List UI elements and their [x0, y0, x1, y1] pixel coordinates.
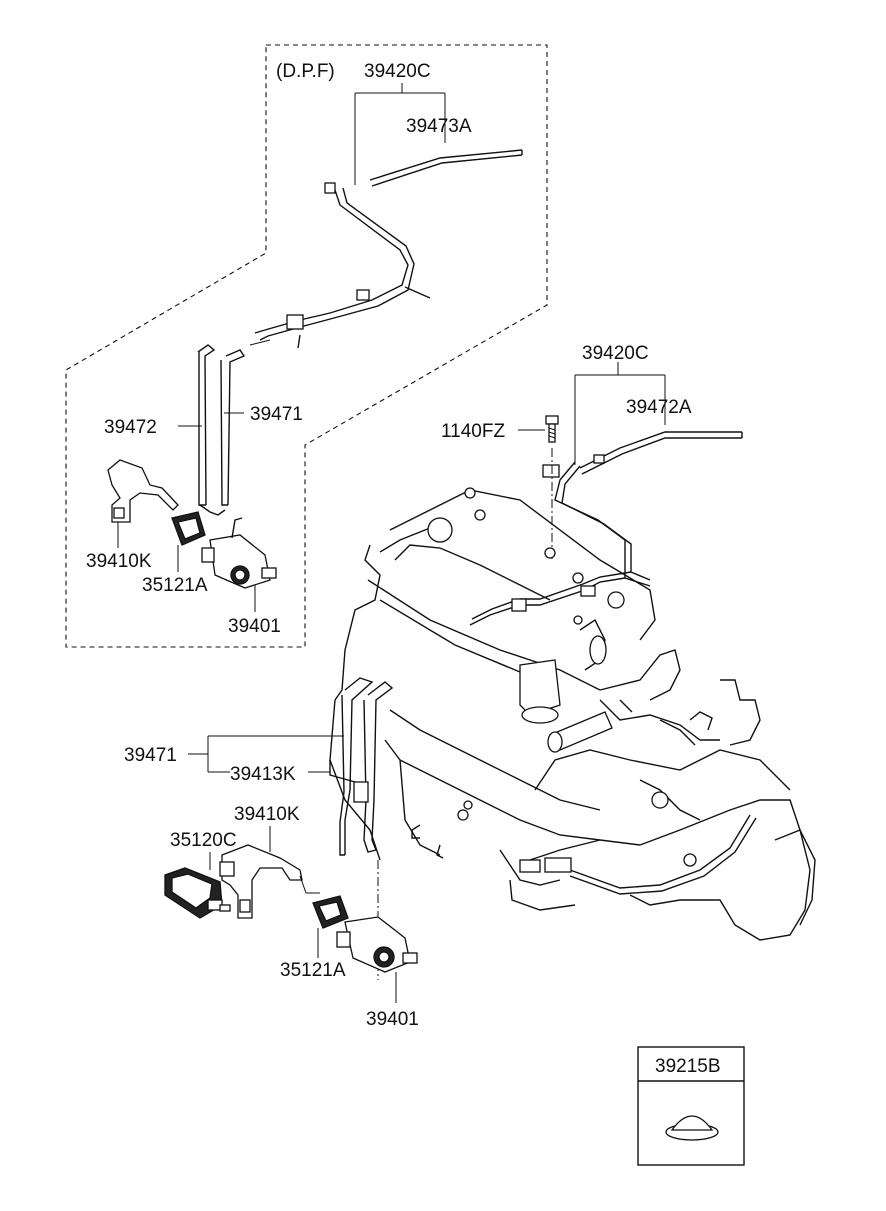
- main-label-39471: 39471: [124, 745, 177, 766]
- main-pipe-assembly: [469, 431, 743, 626]
- main-insulator: [312, 895, 349, 929]
- dpf-label-35121A: 35121A: [142, 575, 208, 596]
- bolt: [545, 415, 559, 560]
- dpf-label-39473A: 39473A: [406, 116, 472, 137]
- dpf-label-39401: 39401: [228, 616, 281, 637]
- main-label-1140FZ: 1140FZ: [441, 421, 505, 442]
- main-bracket: [219, 844, 320, 919]
- dpf-label-39472: 39472: [104, 417, 157, 438]
- leader-lines: [117, 83, 666, 1003]
- main-label-39401: 39401: [366, 1009, 419, 1030]
- dpf-pipe-assembly: [254, 149, 523, 349]
- main-valve: [336, 916, 418, 973]
- dpf-label-39420C: 39420C: [364, 61, 431, 82]
- labels: (D.P.F) 39420C 39473A 39472 39471 39410K…: [86, 61, 721, 1077]
- main-label-35120C: 35120C: [170, 830, 237, 851]
- dpf-title: (D.P.F): [276, 61, 335, 82]
- dpf-bracket: [107, 459, 179, 523]
- dpf-insulator: [171, 511, 206, 546]
- main-label-39413K: 39413K: [230, 764, 296, 785]
- main-label-39472A: 39472A: [626, 397, 692, 418]
- main-sensor: [164, 867, 231, 919]
- engine-assembly: [329, 487, 816, 941]
- main-label-39420C: 39420C: [582, 343, 649, 364]
- dpf-label-39471: 39471: [250, 404, 303, 425]
- main-label-35121A: 35121A: [280, 960, 346, 981]
- inset-box: [637, 1046, 745, 1166]
- main-label-39410K: 39410K: [234, 804, 300, 825]
- dpf-hoses: [197, 339, 271, 516]
- dpf-group-outline: [65, 44, 548, 648]
- inset-label-39215B: 39215B: [655, 1056, 721, 1077]
- dpf-label-39410K: 39410K: [86, 551, 152, 572]
- dpf-valve: [201, 517, 277, 589]
